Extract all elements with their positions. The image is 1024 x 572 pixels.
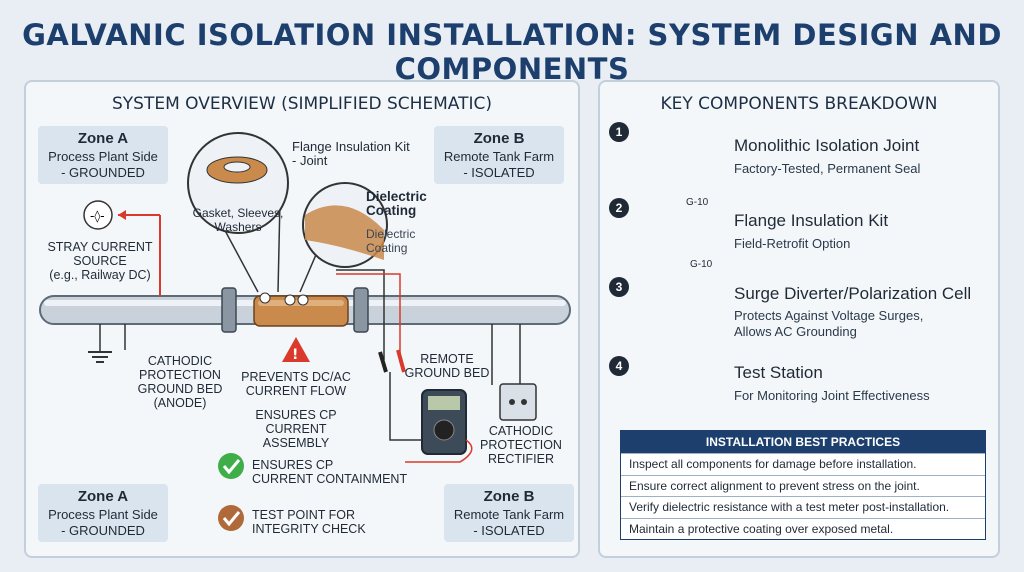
flange-kit-line2: - Joint xyxy=(292,153,328,168)
flange-right-icon xyxy=(353,287,369,333)
component-4-title: Test Station xyxy=(734,363,823,382)
best-practice-item: Verify dielectric resistance with a test… xyxy=(621,496,985,518)
dielectric-line2: Coating xyxy=(366,241,408,255)
stray-current-label: STRAY CURRENT SOURCE (e.g., Railway DC) xyxy=(40,240,160,282)
dielectric-bold-label: Dielectric Coating xyxy=(366,190,427,218)
ensures-cp-line2: ASSEMBLY xyxy=(262,436,330,450)
zone-a-bottom-line1: Process Plant Side xyxy=(48,507,158,522)
zone-b-bottom: Zone B Remote Tank Farm - ISOLATED xyxy=(444,484,574,542)
component-4-sub: For Monitoring Joint Effectiveness xyxy=(734,388,930,403)
zone-b-top-line2: - ISOLATED xyxy=(463,165,535,180)
gasket-line1: Gasket, Sleeves, xyxy=(192,206,284,220)
dielectric-bold-line1: Dielectric xyxy=(366,189,427,204)
best-practices-title: INSTALLATION BEST PRACTICES xyxy=(621,431,985,453)
component-3-title: Surge Diverter/Polarization Cell xyxy=(734,284,972,303)
stray-line1: STRAY CURRENT xyxy=(47,240,153,254)
cp-ground-line4: (ANODE) xyxy=(153,396,207,410)
g10-bottom-label: G-10 xyxy=(690,259,713,270)
component-2-sub: Field-Retrofit Option xyxy=(734,236,851,251)
component-1-number: 1 xyxy=(609,122,629,142)
dielectric-bold-line2: Coating xyxy=(366,203,417,218)
rectifier-label: CATHODIC PROTECTION RECTIFIER xyxy=(476,424,566,466)
zone-b-bottom-name: Zone B xyxy=(483,488,535,505)
cp-ground-line3: GROUND BED xyxy=(137,382,223,396)
zone-a-top-line2: - GROUNDED xyxy=(61,165,145,180)
dielectric-label: Dielectric Coating xyxy=(366,227,415,255)
check2-line1: TEST POINT FOR xyxy=(252,508,356,522)
zone-b-bottom-line1: Remote Tank Farm xyxy=(453,507,565,522)
remote-ground-line2: GROUND BED xyxy=(404,366,490,380)
zone-b-top-name: Zone B xyxy=(473,130,525,147)
flange-kit-label: Flange Insulation Kit - Joint xyxy=(292,140,410,168)
zone-b-top-line1: Remote Tank Farm xyxy=(443,149,555,164)
remote-ground-label: REMOTE GROUND BED xyxy=(404,352,490,380)
check2-label: TEST POINT FOR INTEGRITY CHECK xyxy=(252,508,366,536)
cp-ground-line2: PROTECTION xyxy=(139,368,221,382)
zone-a-bottom: Zone A Process Plant Side - GROUNDED xyxy=(38,484,168,542)
zone-a-bottom-name: Zone A xyxy=(77,488,129,505)
prevents-line2: CURRENT FLOW xyxy=(245,384,347,398)
svg-text:!: ! xyxy=(292,347,298,363)
rectifier-line1: CATHODIC xyxy=(488,424,554,438)
ensures-cp-line1: ENSURES CP CURRENT xyxy=(255,408,337,436)
zone-b-top: Zone B Remote Tank Farm - ISOLATED xyxy=(434,126,564,184)
component-3-number: 3 xyxy=(609,277,629,297)
component-3-sub2: Allows AC Grounding xyxy=(734,324,857,339)
component-2-title: Flange Insulation Kit xyxy=(734,211,889,230)
rectifier-line2: PROTECTION xyxy=(480,438,562,452)
best-practice-item: Inspect all components for damage before… xyxy=(621,453,985,475)
svg-text:-◊-: -◊- xyxy=(90,209,105,223)
check1-line1: ENSURES CP xyxy=(252,458,334,472)
check-icon xyxy=(218,453,244,479)
zone-b-bottom-line2: - ISOLATED xyxy=(473,523,545,538)
page-title: GALVANIC ISOLATION INSTALLATION: SYSTEM … xyxy=(22,18,1002,86)
rectifier-icon xyxy=(491,324,537,421)
dielectric-line1: Dielectric xyxy=(366,227,416,241)
stray-current-icon: -◊- xyxy=(83,200,161,296)
ground-icon xyxy=(88,324,126,363)
flange-kit-line1: Flange Insulation Kit xyxy=(292,139,410,154)
zone-a-top: Zone A Process Plant Side - GROUNDED xyxy=(38,126,168,184)
stray-line2: SOURCE xyxy=(73,254,127,268)
flange-left-icon xyxy=(221,287,237,333)
cp-ground-label: CATHODIC PROTECTION GROUND BED (ANODE) xyxy=(126,354,234,410)
gasket-label: Gasket, Sleeves, Washers xyxy=(190,206,286,234)
rectifier-line3: RECTIFIER xyxy=(488,452,554,466)
best-practices-box: INSTALLATION BEST PRACTICES Inspect all … xyxy=(620,430,986,540)
multimeter-icon xyxy=(389,372,473,463)
cp-ground-line1: CATHODIC xyxy=(147,354,213,368)
check1-label: ENSURES CP CURRENT CONTAINMENT xyxy=(252,458,407,486)
component-4-number: 4 xyxy=(609,356,629,376)
ensures-cp-assembly-label: ENSURES CP CURRENT ASSEMBLY xyxy=(226,408,366,450)
component-1-title: Monolithic Isolation Joint xyxy=(734,136,920,155)
component-2-number: 2 xyxy=(609,198,629,218)
best-practice-item: Maintain a protective coating over expos… xyxy=(621,517,985,540)
zone-a-top-name: Zone A xyxy=(77,130,129,147)
key-components-title: KEY COMPONENTS BREAKDOWN xyxy=(660,94,938,114)
best-practice-item: Ensure correct alignment to prevent stre… xyxy=(621,474,985,497)
g10-top-label: G-10 xyxy=(686,197,709,208)
remote-ground-line1: REMOTE xyxy=(420,352,474,366)
system-overview-title: SYSTEM OVERVIEW (SIMPLIFIED SCHEMATIC) xyxy=(111,94,493,114)
check1-line2: CURRENT CONTAINMENT xyxy=(252,472,408,486)
stray-line3: (e.g., Railway DC) xyxy=(49,268,151,282)
component-1-sub: Factory-Tested, Permanent Seal xyxy=(734,161,921,176)
zone-a-top-line1: Process Plant Side xyxy=(48,149,158,164)
check-icon xyxy=(218,505,244,531)
prevents-label: PREVENTS DC/AC CURRENT FLOW xyxy=(236,370,356,398)
prevents-line1: PREVENTS DC/AC xyxy=(241,370,351,384)
warning-icon: ! xyxy=(282,337,310,363)
check2-line2: INTEGRITY CHECK xyxy=(252,522,366,536)
component-3-sub1: Protects Against Voltage Surges, xyxy=(734,308,924,323)
zone-a-bottom-line2: - GROUNDED xyxy=(61,523,145,538)
gasket-line2: Washers xyxy=(214,220,262,234)
